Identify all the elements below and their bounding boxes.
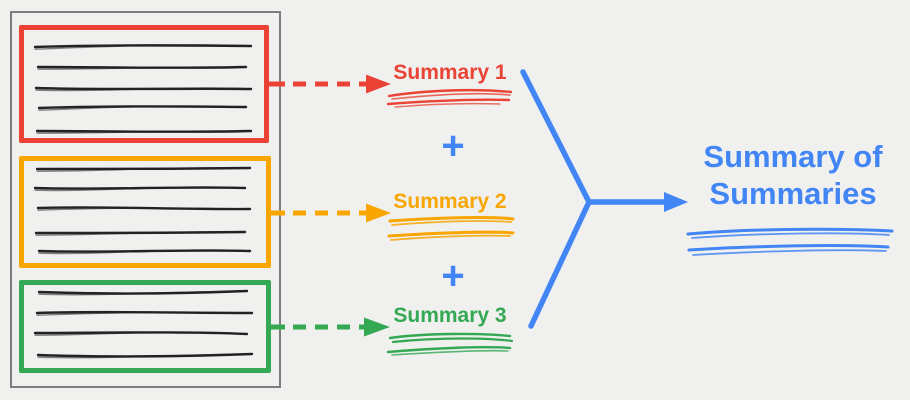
document-chunk-3 xyxy=(19,280,271,373)
summary-3-label: Summary 3 xyxy=(393,304,507,327)
text-line xyxy=(38,290,248,296)
merge-arrow xyxy=(520,69,688,329)
text-line xyxy=(36,311,253,316)
source-document xyxy=(10,11,281,388)
plus-operator-2: + xyxy=(441,254,465,298)
text-line xyxy=(34,331,248,336)
document-chunk-1 xyxy=(19,25,269,143)
green-arrowhead-icon xyxy=(364,317,390,337)
plus-operator-1: + xyxy=(441,124,465,168)
document-chunk-2 xyxy=(19,156,271,268)
text-line xyxy=(36,130,252,134)
summary-2-label: Summary 2 xyxy=(393,190,507,213)
chunk2-to-summary2-arrow xyxy=(271,203,391,223)
text-line xyxy=(35,231,246,236)
text-line xyxy=(37,353,253,359)
orange-arrowhead-icon xyxy=(366,203,391,223)
chunk-2-text-scribble xyxy=(33,166,252,255)
blue-arrowhead-icon xyxy=(664,192,688,212)
text-line xyxy=(37,66,247,70)
final-summary-scribble xyxy=(686,227,894,256)
red-arrowhead-icon xyxy=(366,74,391,94)
chunk1-to-summary1-arrow xyxy=(269,74,391,94)
summary-3-scribble xyxy=(386,332,514,356)
chunk-1-text-scribble xyxy=(33,44,253,134)
summary-1-label: Summary 1 xyxy=(393,61,507,84)
summary-of-summaries-label: Summary of Summaries xyxy=(703,139,883,211)
summary-2-scribble xyxy=(387,216,515,241)
text-line xyxy=(34,44,252,50)
text-line xyxy=(35,87,252,92)
chunk3-to-summary3-arrow xyxy=(271,317,390,337)
text-line xyxy=(34,186,246,192)
summary-1-scribble xyxy=(386,88,513,108)
text-line xyxy=(38,105,247,111)
chunk-3-text-scribble xyxy=(33,289,254,359)
text-line xyxy=(38,249,251,255)
text-line xyxy=(36,167,251,172)
text-line xyxy=(37,207,251,211)
